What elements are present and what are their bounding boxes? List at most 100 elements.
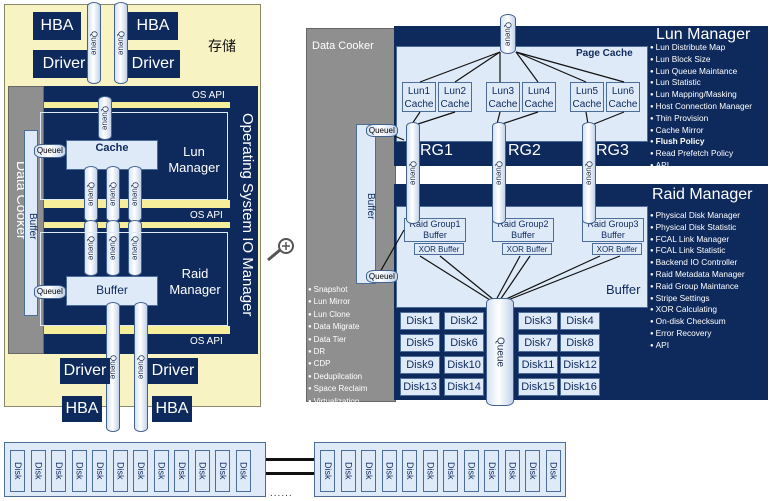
enclosure-disk: Disk bbox=[30, 450, 46, 492]
rg-label-1: RG1 bbox=[420, 142, 453, 159]
lun-feature: Lun Queue Maintance bbox=[650, 66, 752, 78]
enclosure-disk: Disk bbox=[215, 450, 230, 492]
queue-label: Queue bbox=[584, 160, 594, 186]
raid-feature: Error Recovery bbox=[650, 328, 745, 340]
rg-label-3: RG3 bbox=[596, 142, 629, 159]
queue-mid-6: Queue bbox=[128, 220, 142, 276]
lun-label: Lun6 bbox=[611, 86, 635, 97]
cooker-feature: Data Migrate bbox=[308, 321, 367, 333]
lun-cache-label: Cache bbox=[572, 99, 602, 110]
buffer-vertical-left bbox=[24, 130, 38, 316]
raid-disk: Disk15 bbox=[518, 378, 558, 396]
os-io-manager-title: Operating System IO Manager bbox=[239, 113, 256, 317]
lun-feature: Lun Mapping/Masking bbox=[650, 89, 752, 101]
queue-mid-4: Queue bbox=[84, 220, 98, 276]
raid-feature: Raid Group Maintance bbox=[650, 281, 745, 293]
queue-label: Queue bbox=[86, 181, 96, 207]
enclosure-disk: Disk bbox=[443, 450, 458, 492]
queue-label: Queue bbox=[408, 160, 418, 186]
hba-bottom-right: HBA bbox=[152, 396, 192, 422]
raid-disk: Disk7 bbox=[518, 334, 558, 352]
cooker-feature-list: Snapshot Lun Mirror Lun Clone Data Migra… bbox=[308, 284, 368, 408]
enclosure-disk: Disk bbox=[71, 450, 87, 492]
lun-feature: Host Connection Manager bbox=[650, 101, 752, 113]
enclosure-disk: Disk bbox=[92, 450, 107, 492]
raid-feature: XOR Calculating bbox=[650, 304, 745, 316]
rg-label-2: RG2 bbox=[508, 142, 541, 159]
queue-rg1: Queue bbox=[406, 122, 420, 224]
lun-cache-label: Cache bbox=[404, 99, 434, 110]
lun-label: Lun4 bbox=[527, 86, 551, 97]
raid-feature: API bbox=[650, 340, 745, 352]
queue-rg2: Queue bbox=[492, 122, 506, 224]
os-api-label-3: OS API bbox=[190, 336, 223, 347]
raid-feature: FCAL Link Manager bbox=[650, 234, 745, 246]
enclosure-disk: Disk bbox=[340, 450, 356, 492]
raid-disk: Disk9 bbox=[400, 356, 440, 374]
queue-label: Queue bbox=[136, 354, 146, 380]
queue-mid-2: Queue bbox=[106, 166, 120, 222]
queue-left-raid: QueueI bbox=[34, 285, 66, 299]
os-api-label-2: OS API bbox=[190, 210, 223, 221]
cooker-feature: Lun Mirror bbox=[308, 296, 367, 308]
enclosure-disk: Disk bbox=[51, 450, 66, 492]
enclosure-disk: Disk bbox=[133, 450, 148, 492]
lun-label: Lun2 bbox=[443, 86, 467, 97]
raid-buffer-label: Buffer bbox=[606, 282, 641, 297]
queue-label: Queue bbox=[108, 181, 118, 207]
queue-label: Queue bbox=[108, 354, 118, 380]
hba-bottom-left: HBA bbox=[62, 396, 102, 422]
raid-group-buffer: Buffer bbox=[601, 230, 625, 240]
queue-top-right: Queue bbox=[114, 2, 128, 84]
lun-cache-label: Cache bbox=[488, 99, 518, 110]
buffer-box-left bbox=[66, 276, 158, 306]
queue-label: Queue bbox=[116, 30, 126, 56]
lun-feature: Lun Statistic bbox=[650, 77, 752, 89]
raid-disk: Disk12 bbox=[560, 356, 600, 374]
cooker-feature: Snapshot bbox=[308, 284, 367, 296]
raid-feature: Backend IO Controller bbox=[650, 257, 745, 269]
raid-manager-title: Raid Manager bbox=[652, 186, 753, 203]
enclosure-disk: Disk bbox=[153, 450, 169, 492]
raid-disk: Disk6 bbox=[444, 334, 484, 352]
lun-label: Lun5 bbox=[575, 86, 599, 97]
lun-feature: Read Prefetch Policy bbox=[650, 148, 752, 160]
disk-enclosure-right bbox=[314, 442, 566, 497]
enclosure-disk: Disk bbox=[320, 450, 335, 492]
lun-label: Lun1 bbox=[407, 86, 431, 97]
enclosure-disk: Disk bbox=[402, 450, 417, 492]
xor-buffer-box: XOR Buffer bbox=[502, 243, 552, 255]
enclosure-disk: Disk bbox=[112, 450, 128, 492]
raid-feature: Physical Disk Manager bbox=[650, 210, 745, 222]
raid-group-name: Raid Group1 bbox=[409, 219, 461, 229]
raid-disk: Disk3 bbox=[518, 312, 558, 330]
raid-disk: Disk11 bbox=[518, 356, 558, 374]
queue-label: Queue bbox=[503, 21, 513, 47]
enclosure-ellipsis: ...... bbox=[270, 488, 293, 499]
queue-mid-3: Queue bbox=[128, 166, 142, 222]
queue-bottom-right: Queue bbox=[134, 302, 148, 432]
queue-rg3: Queue bbox=[582, 122, 596, 224]
cooker-feature: Lun Clone bbox=[308, 309, 367, 321]
queue-mid-5: Queue bbox=[106, 220, 120, 276]
queue-left-lun: QueueI bbox=[34, 144, 66, 158]
lun-manager-label: Lun Manager bbox=[168, 144, 220, 175]
enclosure-disk: Disk bbox=[194, 450, 210, 492]
queue-label: Queue bbox=[100, 105, 110, 131]
enclosure-disk: Disk bbox=[10, 450, 25, 492]
raid-manager-label: Raid Manager bbox=[169, 266, 221, 297]
raid-disk: Disk16 bbox=[560, 378, 600, 396]
raid-disk: Disk2 bbox=[444, 312, 484, 330]
cooker-feature: Virtualization bbox=[308, 396, 367, 408]
magnifier-icon bbox=[266, 236, 298, 262]
raid-disk: Disk13 bbox=[400, 378, 440, 396]
queue-disks: Queue bbox=[486, 298, 514, 406]
raid-feature-list: Physical Disk Manager Physical Disk Stat… bbox=[650, 210, 745, 352]
cooker-feature: Space Reclaim bbox=[308, 383, 368, 395]
raid-group-buffer: Buffer bbox=[423, 230, 447, 240]
queue-label: QueueI bbox=[368, 126, 396, 135]
